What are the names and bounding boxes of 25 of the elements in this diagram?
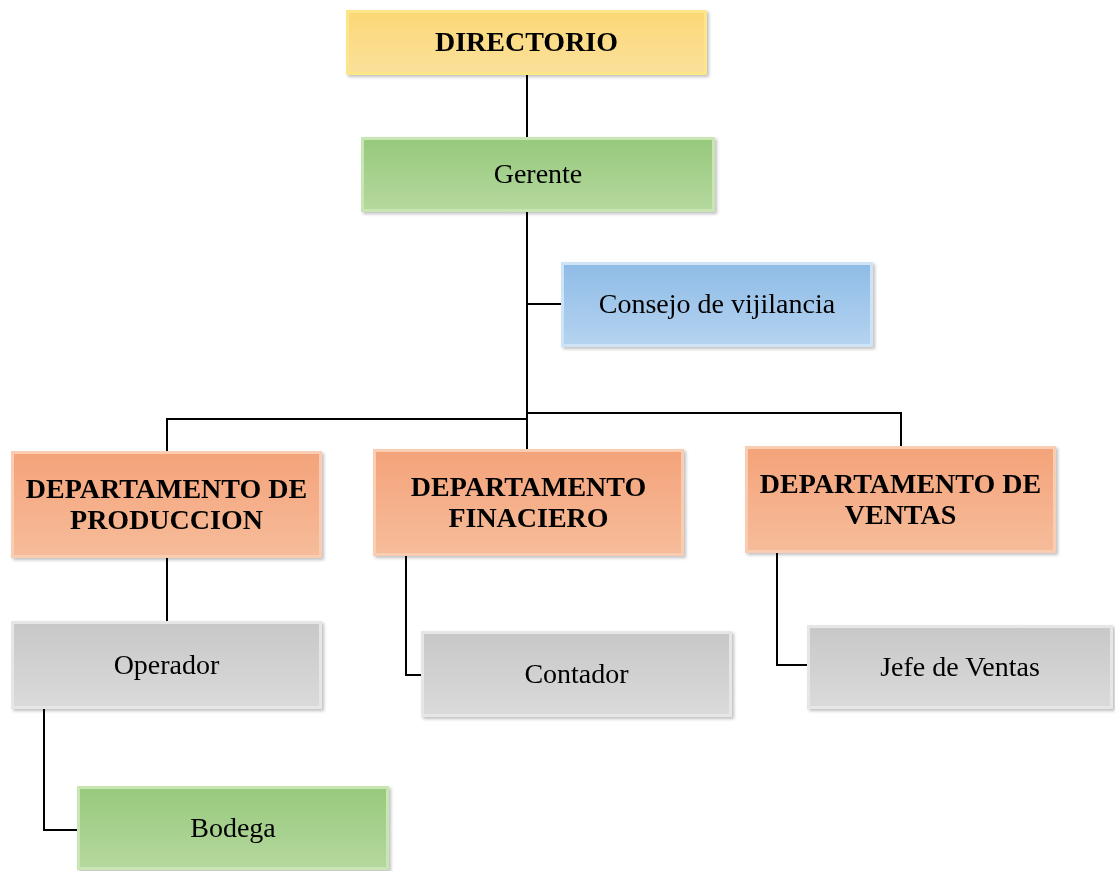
org-box bbox=[361, 137, 715, 212]
box-label: Operador bbox=[113, 649, 220, 681]
box-label: Bodega bbox=[190, 812, 276, 844]
box-label: DIRECTORIO bbox=[434, 27, 619, 58]
org-box bbox=[421, 631, 732, 717]
box-label: Gerente bbox=[493, 159, 583, 190]
org-box bbox=[77, 786, 389, 870]
org-box bbox=[745, 446, 1056, 553]
org-box bbox=[807, 625, 1113, 709]
org-box bbox=[11, 451, 322, 558]
box-label: Contador bbox=[524, 658, 629, 690]
connector-line bbox=[405, 555, 422, 676]
org-box bbox=[346, 10, 707, 75]
connector-line bbox=[43, 708, 78, 831]
box-label: Consejo de vijilancia bbox=[598, 289, 836, 320]
box-label: DEPARTAMENTO DE VENTAS bbox=[758, 468, 1043, 531]
box-label: Jefe de Ventas bbox=[880, 651, 1040, 683]
connector-line bbox=[526, 74, 528, 138]
org-box bbox=[11, 621, 322, 709]
box-label: DEPARTAMENTO DE PRODUCCION bbox=[24, 473, 309, 536]
org-box bbox=[373, 449, 684, 556]
box-label: DEPARTAMENTO FINACIERO bbox=[409, 471, 648, 534]
connector-line bbox=[166, 557, 168, 622]
connector-line bbox=[776, 552, 808, 666]
org-box bbox=[561, 262, 873, 347]
